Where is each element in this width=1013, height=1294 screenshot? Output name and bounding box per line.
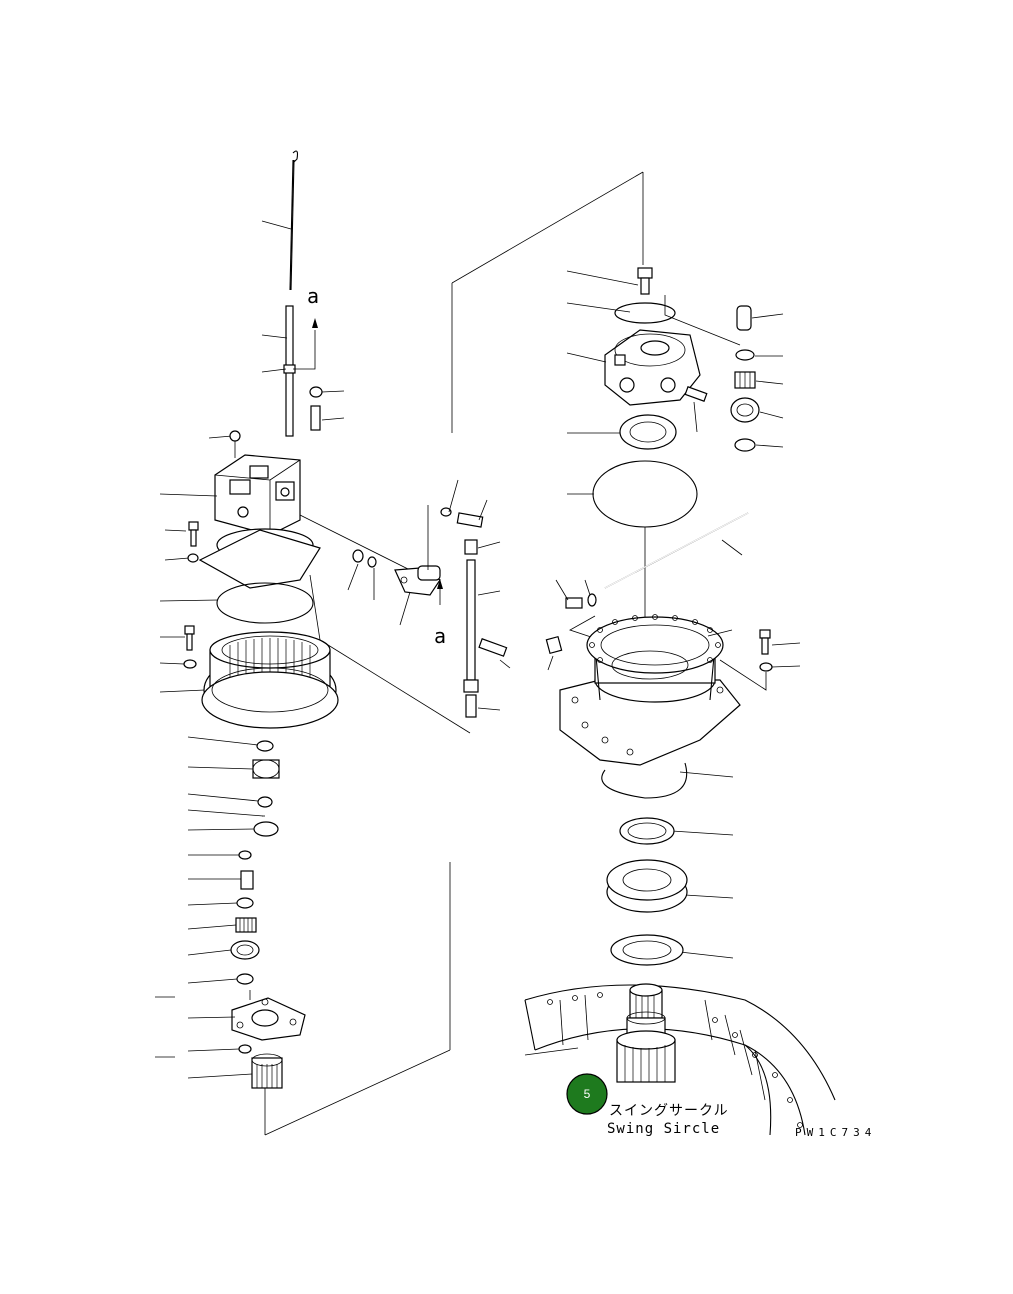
- swing-pinion: [524, 983, 676, 1083]
- flange-bolt-holes: [571, 614, 724, 756]
- leader-lines-left-lower: [155, 736, 264, 1079]
- center-parts: [299, 505, 508, 734]
- callout-badge-5[interactable]: 5: [566, 1073, 608, 1115]
- center-axis-right: [451, 171, 644, 433]
- hydraulic-motor: [198, 430, 321, 589]
- detail-ref-a-top: a: [307, 284, 319, 308]
- right-lower-parts: [601, 762, 688, 966]
- detail-ref-a-mid: a: [434, 624, 446, 648]
- callout-label-en: Swing Sircle: [607, 1121, 720, 1137]
- figure-code: PW1C734: [795, 1126, 876, 1139]
- left-bolts-washers: [183, 521, 199, 669]
- callout-label-jp: スイングサークル: [609, 1103, 729, 1119]
- leader-lines-left-upper: [208, 220, 345, 439]
- center-axis-left: [249, 862, 451, 1136]
- right-upper-parts: [592, 267, 741, 640]
- right-side-small-parts: [730, 305, 760, 452]
- right-bolts: [719, 629, 773, 691]
- leader-lines-left-motor: [159, 493, 219, 693]
- ring-gear-housing: [201, 582, 339, 729]
- planetary-parts-left: [230, 740, 306, 1089]
- leader-lines-right-housing: [671, 629, 801, 959]
- leader-lines-right-upper: [566, 270, 784, 556]
- callout-number: 5: [584, 1087, 591, 1101]
- swing-machinery-case: [559, 614, 741, 766]
- swing-circle: [524, 984, 836, 1136]
- housing-fittings: [545, 579, 601, 671]
- leader-lines-center: [347, 479, 511, 711]
